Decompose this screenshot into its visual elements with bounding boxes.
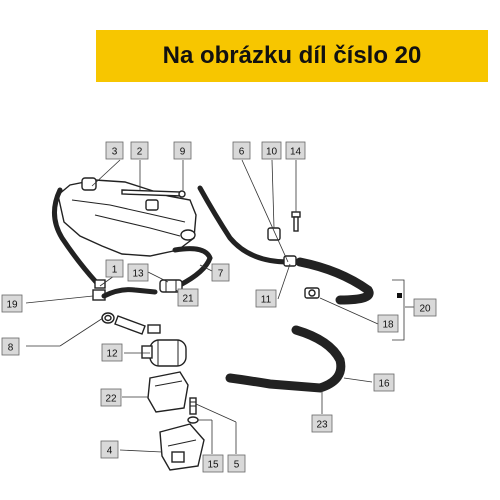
bolt [189, 397, 197, 415]
hose-coupling [101, 312, 115, 324]
callout-20-label: 20 [419, 304, 431, 315]
hose-clamp [267, 227, 281, 241]
callout-19: 19 [1, 294, 23, 313]
callout-5: 5 [227, 454, 246, 473]
callout-2: 2 [130, 141, 149, 160]
pin-rod [121, 189, 186, 198]
group-bracket [392, 279, 405, 341]
callout-13: 13 [127, 263, 149, 282]
callout-8-label: 8 [8, 343, 14, 354]
callout-21: 21 [177, 288, 199, 307]
callout-9: 9 [173, 141, 192, 160]
callout-7-label: 7 [218, 269, 224, 280]
callout-3-label: 3 [112, 147, 118, 158]
callout-23-label: 23 [316, 420, 328, 431]
short-hose-section [114, 315, 161, 335]
washer [187, 416, 199, 424]
pump-mounting-bracket [147, 371, 189, 413]
rubber-mount [159, 423, 205, 471]
callout-13-label: 13 [132, 269, 144, 280]
angle-fitting [304, 287, 320, 299]
callout-20: 20 [413, 298, 437, 317]
callout-5-label: 5 [234, 460, 240, 471]
callout-14: 14 [285, 141, 306, 160]
callout-19-label: 19 [6, 300, 18, 311]
callout-18: 18 [377, 314, 399, 333]
fuel-pump [141, 339, 187, 367]
callout-3: 3 [105, 141, 124, 160]
callout-8: 8 [1, 337, 20, 356]
callout-22-label: 22 [105, 394, 117, 405]
callout-16: 16 [373, 373, 395, 392]
callout-9-label: 9 [180, 147, 186, 158]
banner-title: Na obrázku díl číslo 20 [162, 42, 422, 69]
callout-15-label: 15 [207, 460, 219, 471]
callout-6-label: 6 [239, 147, 245, 158]
callout-12: 12 [101, 343, 123, 362]
group-marker [397, 293, 402, 298]
callout-23: 23 [311, 414, 333, 433]
callout-22: 22 [100, 388, 122, 407]
callout-1: 1 [105, 259, 124, 278]
callout-6: 6 [232, 141, 251, 160]
callout-16-label: 16 [378, 379, 390, 390]
callout-15: 15 [202, 454, 224, 473]
callout-4: 4 [100, 440, 119, 459]
title-banner: Na obrázku díl číslo 20 [96, 30, 488, 82]
callout-4-label: 4 [107, 446, 113, 457]
fuel-tank [57, 177, 197, 257]
callout-2-label: 2 [137, 147, 143, 158]
callout-21-label: 21 [182, 294, 194, 305]
screw [291, 211, 301, 232]
callout-11-label: 11 [261, 295, 272, 306]
callout-18-label: 18 [382, 320, 394, 331]
callout-12-label: 12 [106, 349, 118, 360]
callout-14-label: 14 [290, 147, 302, 158]
callout-10-label: 10 [266, 147, 278, 158]
callout-11: 11 [255, 289, 277, 308]
callout-1-label: 1 [112, 265, 118, 276]
callout-10: 10 [261, 141, 282, 160]
callout-7: 7 [211, 263, 230, 282]
